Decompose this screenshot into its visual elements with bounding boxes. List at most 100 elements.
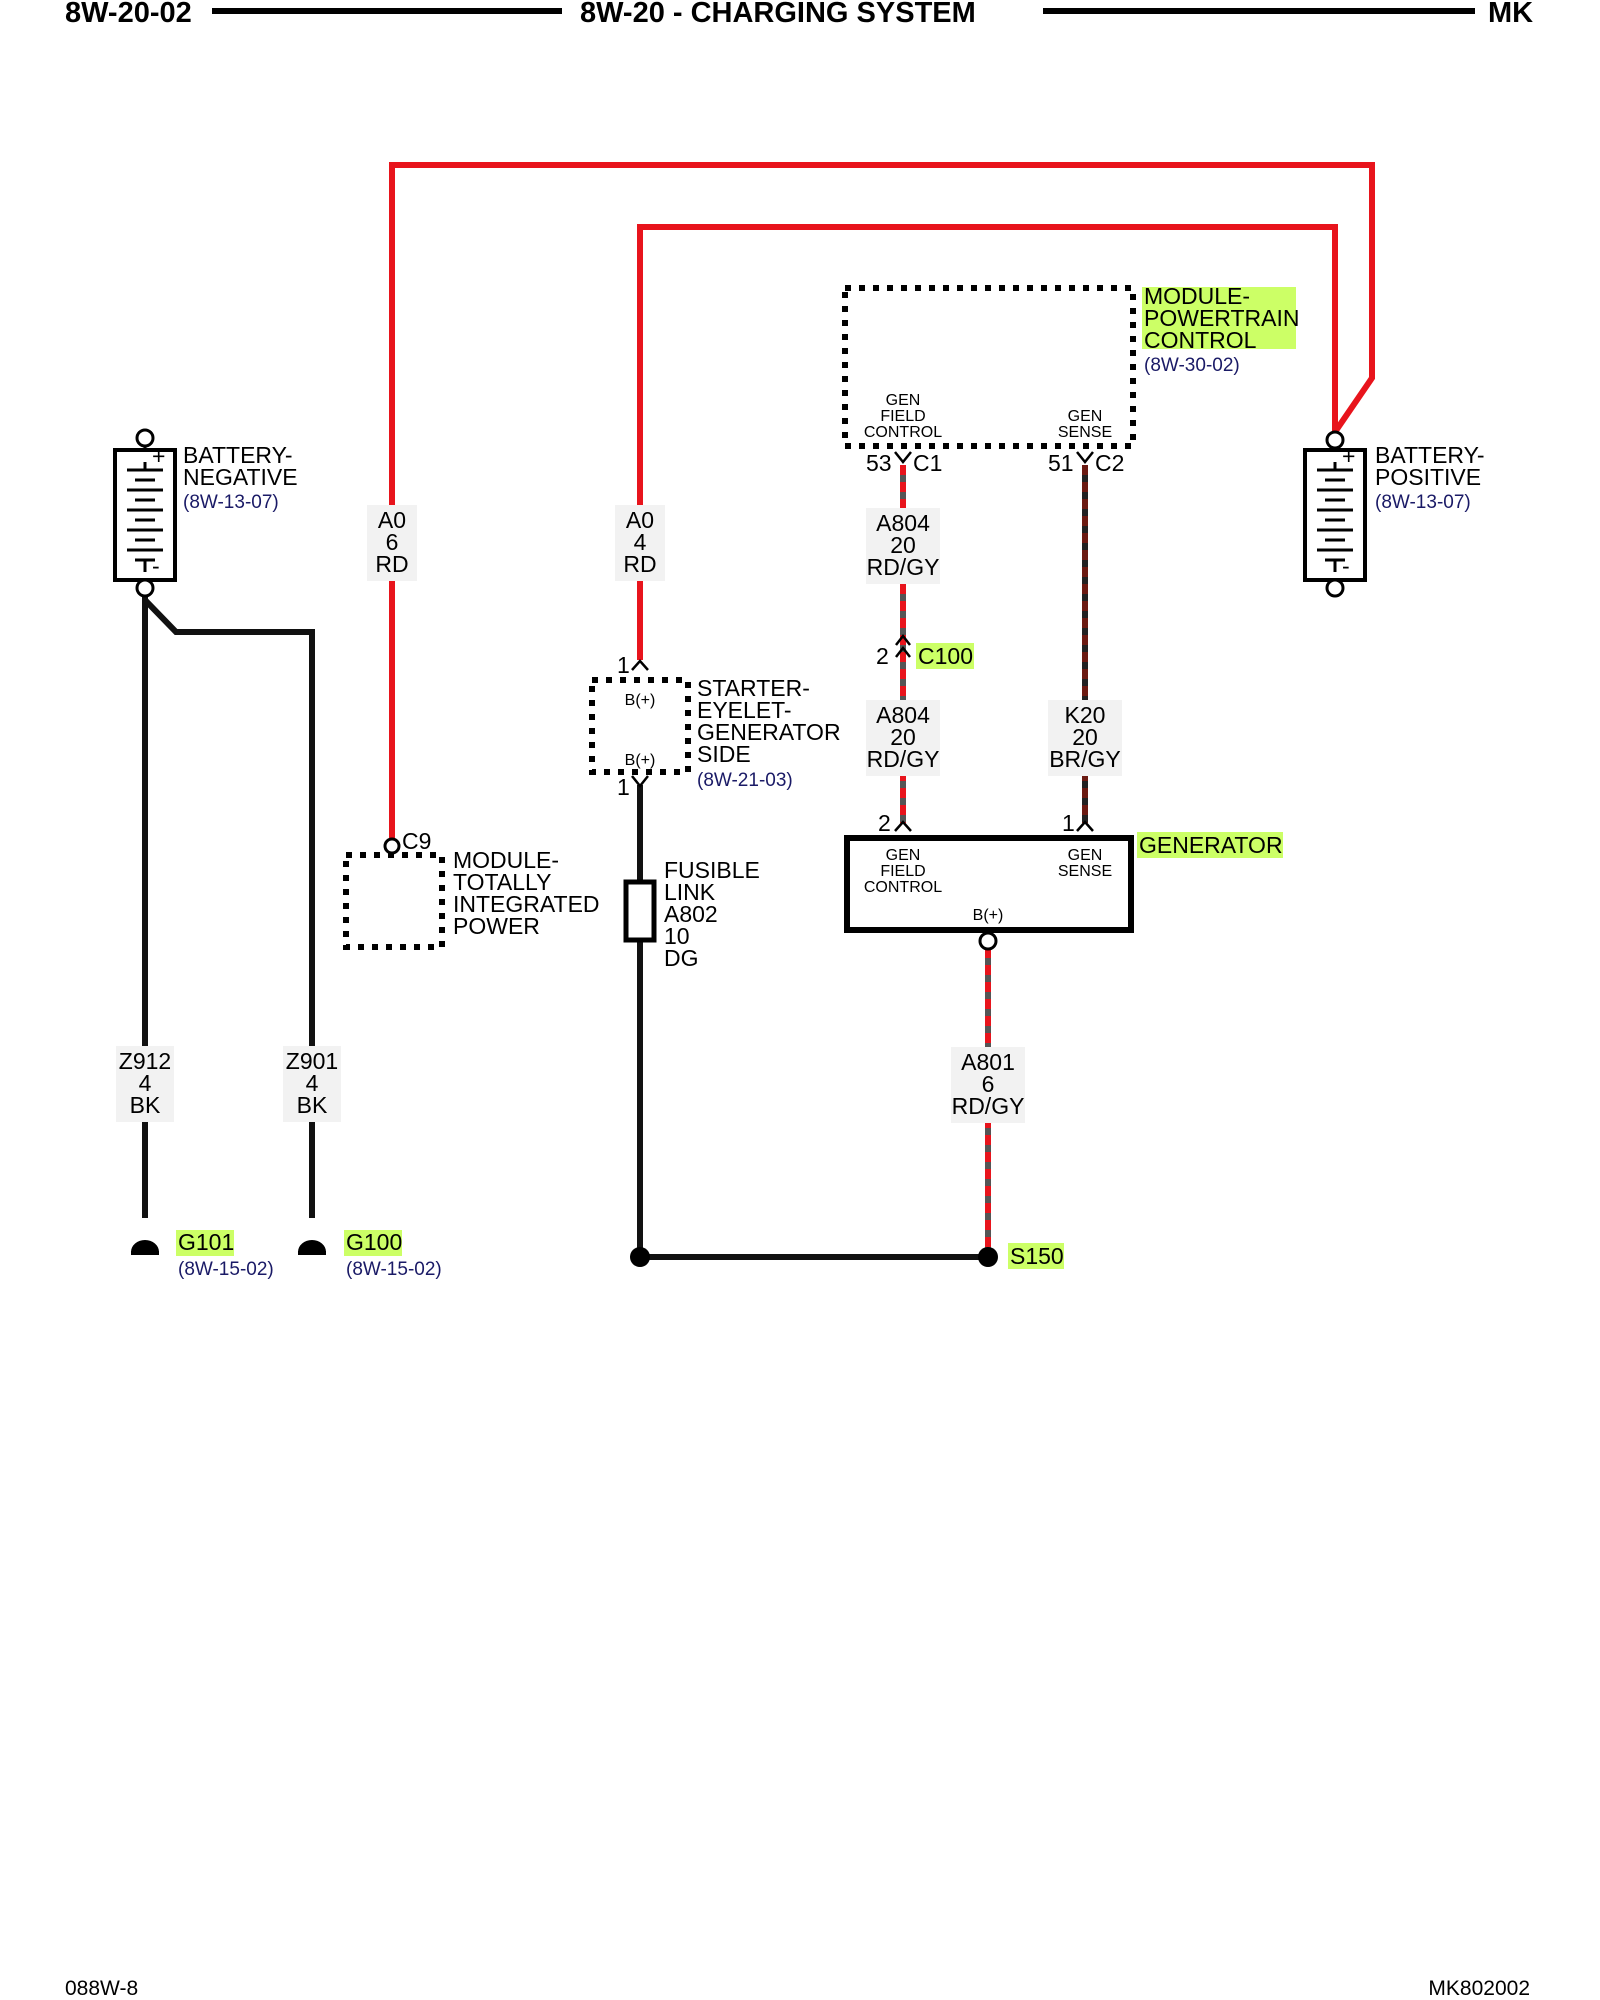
g101-highlight <box>176 1230 234 1256</box>
generator-pin-field-3: CONTROL <box>864 879 942 896</box>
pcm-label-2: POWERTRAIN <box>1144 305 1299 331</box>
starter-cavity-top: 1 <box>617 652 630 678</box>
generator-pin-sense-2: SENSE <box>1058 863 1112 880</box>
pcm-pin-sense-2: SENSE <box>1058 424 1112 441</box>
ground-g101: G101 (8W-15-02) <box>131 1229 274 1280</box>
generator-outline <box>844 835 1134 933</box>
page-id: 8W-20-02 <box>65 0 192 29</box>
tipm-connector-c9: C9 <box>402 828 431 854</box>
tipm-label-2: TOTALLY <box>453 869 551 895</box>
generator: 2 1 GEN FIELD CONTROL GEN SENSE B(+) GEN… <box>844 810 1283 951</box>
wire-a804-upper-color: RD/GY <box>867 554 940 580</box>
page-title: 8W-20 - CHARGING SYSTEM <box>580 0 976 29</box>
g100-ref: (8W-15-02) <box>346 1259 442 1280</box>
pcm-ref: (8W-30-02) <box>1144 355 1240 376</box>
wire-k20-circuit: K20 <box>1065 702 1106 728</box>
generator-pin-sense-1: GEN <box>1068 847 1103 864</box>
s150-highlight <box>1008 1243 1064 1269</box>
wire-z912-gauge: 4 <box>139 1070 152 1096</box>
splice-dot-left-icon <box>630 1247 650 1267</box>
page-header: 8W-20-02 8W-20 - CHARGING SYSTEM MK <box>65 0 1533 29</box>
wire-label-a0-6: A0 6 RD <box>367 505 417 581</box>
wire-k20-gauge: 20 <box>1072 724 1098 750</box>
ground-g100-icon <box>298 1240 326 1252</box>
c100-upper-chevron-icon <box>895 633 911 646</box>
wire-a804-lower-gauge: 20 <box>890 724 916 750</box>
fusible-link-label-2: LINK <box>664 879 716 905</box>
starter-pin-top: B(+) <box>625 692 656 709</box>
g101-label: G101 <box>178 1229 234 1255</box>
pcm-pin-field-2: FIELD <box>880 408 925 425</box>
wire-a801-color: RD/GY <box>952 1093 1025 1119</box>
wire-a0-4-gauge: 4 <box>634 529 647 555</box>
generator-batt-terminal <box>978 931 998 951</box>
wire-a801-gauge: 6 <box>982 1071 995 1097</box>
pcm-outline <box>842 285 1136 449</box>
ground-g101-icon <box>131 1240 159 1252</box>
starter-pin-bottom: B(+) <box>625 752 656 769</box>
wire-a0-4-color: RD <box>623 551 656 577</box>
wire-k20-color: BR/GY <box>1049 746 1121 772</box>
s150-label: S150 <box>1010 1243 1064 1269</box>
battery-negative-bottom-terminal <box>135 578 155 598</box>
generator-cavity-sense: 1 <box>1062 810 1075 836</box>
wire-a801-circuit: A801 <box>961 1049 1015 1075</box>
battery-negative-top-terminal <box>135 428 155 448</box>
wire-a804-upper-circuit: A804 <box>876 510 930 536</box>
starter-cavity-bottom: 1 <box>617 774 630 800</box>
wire-label-z912: Z912 4 BK <box>116 1046 174 1122</box>
tipm-label-3: INTEGRATED <box>453 891 600 917</box>
generator-sense-connector-icon <box>1076 820 1094 832</box>
tipm-outline <box>343 852 445 950</box>
battery-positive: + - BATTERY- POSITIVE (8W-13-07) <box>1303 430 1485 598</box>
pcm-connector-c1: C1 <box>913 450 942 476</box>
battery-negative-label-1: BATTERY- <box>183 442 293 468</box>
starter-ref: (8W-21-03) <box>697 770 793 791</box>
g100-highlight <box>344 1230 402 1256</box>
fusible-link-label-4: 10 <box>664 923 690 949</box>
battery-negative-body <box>113 448 177 582</box>
starter-eyelet-outline <box>589 677 691 775</box>
splice-dot-right-icon <box>978 1247 998 1267</box>
battery-negative-cells-icon <box>127 462 163 572</box>
battery-positive-minus-sign: - <box>1342 553 1350 579</box>
wire-a0-6-gauge: 6 <box>386 529 399 555</box>
pcm-label-highlight <box>1142 287 1296 349</box>
powertrain-control-module: MODULE- POWERTRAIN CONTROL (8W-30-02) GE… <box>842 283 1299 476</box>
battery-positive-ref: (8W-13-07) <box>1375 492 1471 513</box>
starter-eyelet: 1 B(+) B(+) 1 STARTER- EYELET- GENERATOR… <box>589 652 841 800</box>
footer-right: MK802002 <box>1428 1977 1530 2000</box>
tipm-label-1: MODULE- <box>453 847 559 873</box>
pcm-pin-field-1: GEN <box>886 392 921 409</box>
wire-a0-6-color: RD <box>375 551 408 577</box>
wire-a0-6-circuit: A0 <box>378 507 406 533</box>
battery-positive-body <box>1303 448 1367 582</box>
generator-field-connector-icon <box>894 820 912 832</box>
wire-a0-6 <box>389 162 1375 845</box>
battery-negative-ref: (8W-13-07) <box>183 492 279 513</box>
generator-pin-batt: B(+) <box>973 907 1004 924</box>
wire-label-a0-4: A0 4 RD <box>615 505 665 581</box>
pcm-c2-connector-icon <box>1076 451 1094 465</box>
battery-negative-label-2: NEGATIVE <box>183 464 298 490</box>
pcm-cavity-53: 53 <box>866 450 892 476</box>
g100-label: G100 <box>346 1229 402 1255</box>
pcm-pin-field-3: CONTROL <box>864 424 942 441</box>
wire-z912-color: BK <box>130 1092 161 1118</box>
fusible-link-label-3: A802 <box>664 901 718 927</box>
battery-negative: + - BATTERY- NEGATIVE (8W-13-07) <box>113 428 298 598</box>
footer-left: 088W-8 <box>65 1977 138 2000</box>
battery-negative-minus-sign: - <box>152 553 160 579</box>
fusible-link-label-1: FUSIBLE <box>664 857 760 883</box>
wire-label-a804-upper: A804 20 RD/GY <box>866 508 940 584</box>
generator-pin-field-1: GEN <box>886 847 921 864</box>
starter-label-1: STARTER- <box>697 675 810 701</box>
tipm-label-4: POWER <box>453 913 540 939</box>
c100-highlight <box>916 643 974 669</box>
starter-bottom-connector-icon <box>631 775 649 789</box>
generator-label: GENERATOR <box>1139 832 1283 858</box>
wire-z912-circuit: Z912 <box>119 1048 171 1074</box>
wire-a804-lower-color: RD/GY <box>867 746 940 772</box>
pcm-label-3: CONTROL <box>1144 327 1257 353</box>
wire-a804-lower-circuit: A804 <box>876 702 930 728</box>
